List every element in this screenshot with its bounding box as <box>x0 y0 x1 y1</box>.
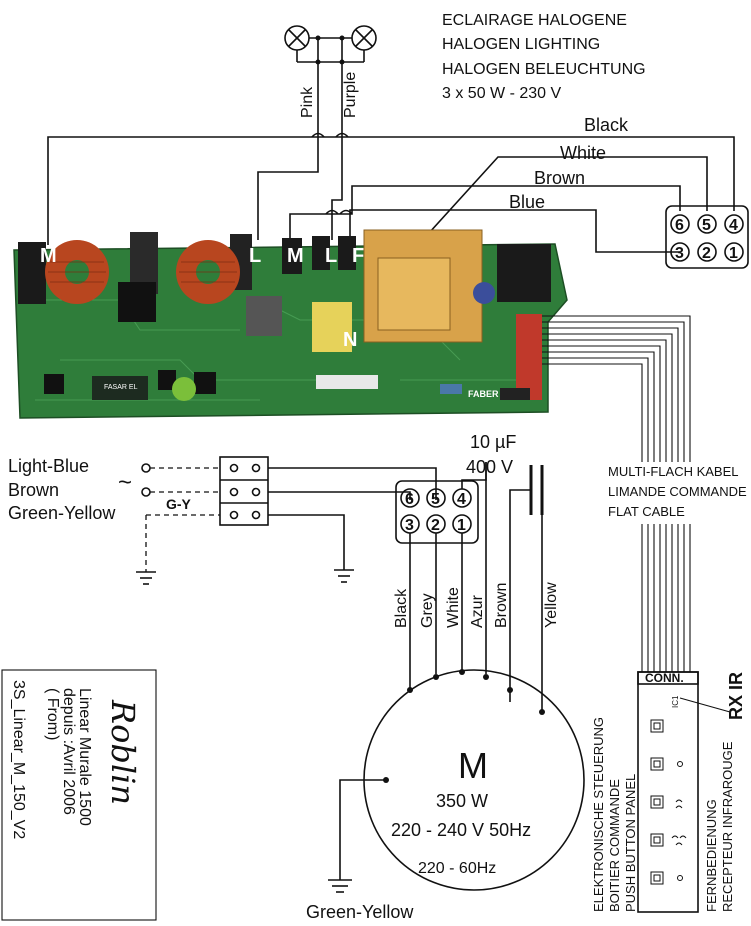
lighting-connector-pin-6: 6 <box>675 217 684 234</box>
lighting-connector-pin-2: 2 <box>702 245 711 262</box>
motor-wire-black: Black <box>393 588 410 628</box>
motor-connector-pin-5: 5 <box>431 491 440 508</box>
lighting-label-fr: ECLAIRAGE HALOGENE <box>442 12 627 29</box>
blue-wire-label: Blue <box>509 192 545 212</box>
ac-symbol: ~ <box>118 469 132 496</box>
rx-ir-label: RX IR <box>726 672 746 720</box>
brand-signature: Roblin <box>104 699 142 805</box>
motor-connector-pin-1: 1 <box>457 517 466 534</box>
lighting-connector-pin-3: 3 <box>675 245 684 262</box>
lighting-connector-pin-1: 1 <box>729 245 738 262</box>
motor-ground-label: Green-Yellow <box>306 902 414 922</box>
motor-wire-grey: Grey <box>419 593 436 628</box>
motor-alt-voltage: 220 - 60Hz <box>418 860 496 877</box>
pcb-print-faber: FABER <box>468 389 499 399</box>
model-stamp <box>1 669 157 921</box>
lighting-connector-pin-4: 4 <box>729 217 738 234</box>
motor-connector-pin-3: 3 <box>405 517 414 534</box>
panel-conn-label: CONN. <box>645 671 684 685</box>
mains-green-yellow-label: Green-Yellow <box>8 503 116 523</box>
panel-label-fr: BOITIER COMMANDE <box>607 779 622 912</box>
capacitor-value: 10 µF <box>470 432 516 452</box>
motor-connector-pin-6: 6 <box>405 491 414 508</box>
stamp-since: depuis :Avril 2006 <box>60 688 77 815</box>
stamp-doc-code: 3S_Linear_M_150_V2 <box>10 680 27 839</box>
remote-label-de: FERNBEDIENUNG <box>704 799 719 912</box>
flat-cable-label-fr: LIMANDE COMMANDE <box>608 484 747 499</box>
motor-wire-azur: Azur <box>469 594 486 628</box>
lighting-label-de: HALOGEN BELEUCHTUNG <box>442 61 646 78</box>
flat-cable <box>542 315 748 672</box>
panel-label-en: PUSH BUTTON PANEL <box>623 774 638 912</box>
pcb-terminal-n: N <box>343 329 357 351</box>
mains-light-blue-label: Light-Blue <box>8 456 89 476</box>
push-button-panel <box>637 671 731 913</box>
lighting-connector: 6 5 4 3 2 1 <box>665 205 749 269</box>
lighting-connector-pin-5: 5 <box>702 217 711 234</box>
flat-cable-label-de: MULTI-FLACH KABEL <box>608 464 739 479</box>
pink-wire-label: Pink <box>299 86 316 118</box>
halogen-lamp-left <box>284 25 310 51</box>
capacitor-voltage: 400 V <box>466 457 513 477</box>
lighting-rating: 3 x 50 W - 230 V <box>442 85 561 102</box>
mains-wiring <box>136 456 437 585</box>
pcb-terminal-l: L <box>325 245 337 267</box>
motor-voltage: 220 - 240 V 50Hz <box>391 820 531 840</box>
motor-capacitor <box>509 465 544 712</box>
motor-connector-pin-2: 2 <box>431 517 440 534</box>
pcb-terminal-f: F <box>352 245 364 267</box>
white-wire-label: White <box>560 143 606 163</box>
stamp-model: Linear Murale 1500 <box>76 688 93 826</box>
pcb-terminal-m-motor: M <box>40 245 57 267</box>
lighting-label-en: HALOGEN LIGHTING <box>442 36 600 53</box>
motor-power: 350 W <box>436 791 488 811</box>
halogen-lamp-right <box>351 25 377 51</box>
panel-ic-label: IC1 <box>671 695 680 708</box>
motor-connector-pin-4: 4 <box>457 491 466 508</box>
stamp-from: ( From) <box>44 688 61 740</box>
motor-wire-brown: Brown <box>493 583 510 628</box>
mains-brown-label: Brown <box>8 480 59 500</box>
pcb-print-fasar: FASAR EL <box>104 384 138 391</box>
pcb-terminal-m: M <box>287 245 304 267</box>
purple-wire-label: Purple <box>342 72 359 118</box>
brown-wire-label: Brown <box>534 168 585 188</box>
remote-label-fr: RECEPTEUR INFRAROUGE <box>720 741 735 912</box>
motor-wire-yellow: Yellow <box>543 582 560 628</box>
black-wire-label: Black <box>584 115 629 135</box>
motor-symbol: M <box>458 745 488 786</box>
panel-label-de: ELEKTRONISCHE STEUERUNG <box>591 717 606 912</box>
pcb-terminal-l-light: L <box>249 245 261 267</box>
ground-gy-label: G-Y <box>166 496 192 512</box>
motor-wire-white: White <box>445 587 462 628</box>
flat-cable-label-en: FLAT CABLE <box>608 504 685 519</box>
lamp-wiring <box>257 35 365 240</box>
fan-motor <box>328 669 585 893</box>
